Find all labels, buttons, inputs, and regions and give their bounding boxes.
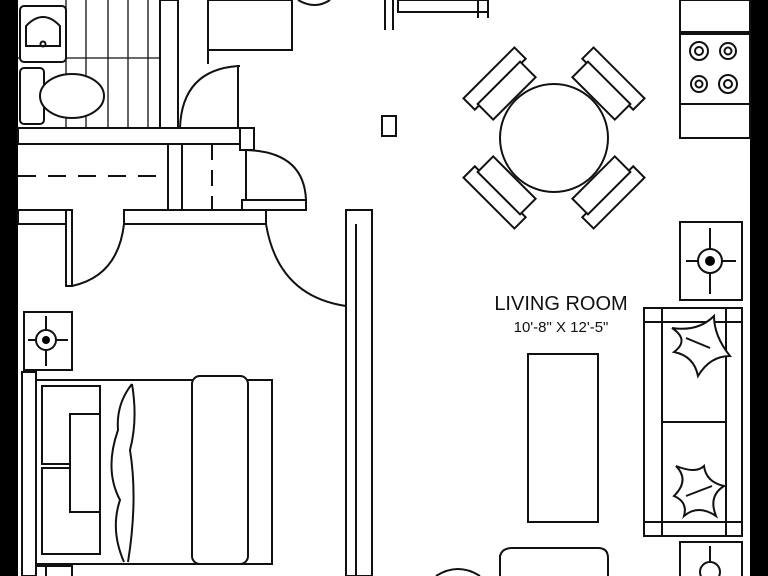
bathroom	[18, 0, 331, 129]
exterior-wall-right	[750, 0, 768, 576]
sheet-fold	[110, 383, 133, 563]
sink-drain	[39, 40, 47, 48]
burner-icon	[689, 41, 709, 61]
bedroom-wall-right	[345, 209, 373, 576]
bedroom-door-swing-right	[265, 223, 347, 307]
outlet-plate	[23, 565, 73, 576]
bedroom-door-leaf-left	[65, 209, 73, 287]
closet-wall-bottom	[241, 199, 307, 211]
burner-icon	[690, 75, 708, 93]
bathroom-wall-bottom	[17, 127, 255, 145]
outlet-icon	[23, 565, 73, 576]
outlet-icon	[679, 541, 743, 576]
armchair	[499, 547, 609, 576]
dining-chair	[570, 154, 646, 230]
headboard	[21, 371, 37, 576]
closet-door-swing	[241, 149, 307, 201]
stove-top	[679, 33, 751, 105]
pillow-icon	[671, 313, 733, 379]
living-room: LIVING ROOM 10'-8" X 12'-5"	[435, 221, 743, 576]
room-name: LIVING ROOM	[494, 293, 627, 315]
room-dimensions: 10'-8" X 12'-5"	[514, 319, 609, 336]
dining-chair	[462, 46, 538, 122]
bedroom	[21, 311, 273, 576]
bathroom-wall-right	[159, 0, 179, 129]
closet-door-jamb	[239, 127, 255, 151]
bed-blanket-fold	[191, 375, 249, 565]
bedroom-doors	[65, 209, 347, 307]
dining-table	[499, 83, 609, 193]
bathroom-door-swing	[179, 65, 240, 129]
outlet-icon	[679, 221, 743, 301]
bedroom-wall-top-left	[17, 209, 67, 225]
bedroom-door-swing-left	[71, 223, 125, 287]
closet	[18, 144, 307, 210]
side-table	[435, 568, 481, 576]
toilet-bowl	[39, 73, 105, 119]
sink-basin	[25, 16, 61, 47]
kitchen-counter-lower	[679, 103, 751, 139]
dining-set	[462, 46, 646, 230]
bathroom-cabinet	[207, 0, 293, 51]
coffee-table	[527, 353, 599, 523]
kitchen-counter	[679, 0, 751, 33]
burner-icon	[719, 42, 737, 60]
sofa	[643, 307, 743, 537]
kitchen-counter-top	[397, 0, 489, 13]
dining-chair	[462, 154, 538, 230]
dining-chair	[570, 46, 646, 122]
post	[381, 115, 397, 137]
bedroom-wall-top-mid	[123, 209, 267, 225]
bed-runner	[69, 413, 101, 513]
exterior-wall-left	[0, 0, 18, 576]
burner-icon	[718, 74, 738, 94]
sheet-fold-2	[127, 383, 136, 563]
closet-wall-vertical	[167, 143, 183, 211]
outlet-icon	[23, 311, 73, 371]
bath-fixture-edge	[297, 0, 331, 6]
kitchen	[397, 0, 751, 139]
stove	[679, 33, 751, 105]
